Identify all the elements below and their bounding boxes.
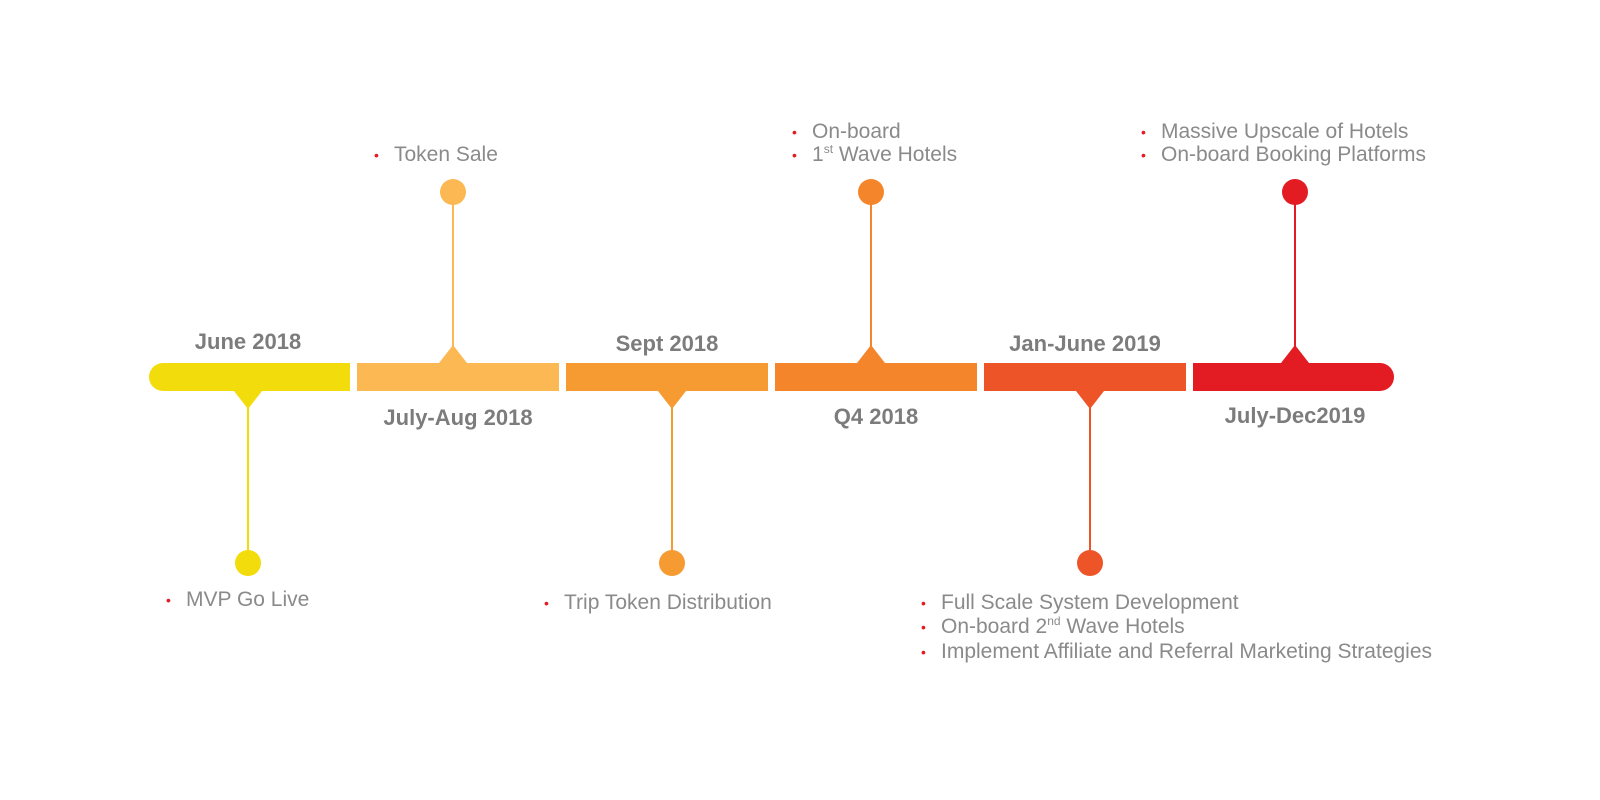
bullet-icon: • (374, 147, 379, 163)
events-jan-june: •Full Scale System Development •On-board… (921, 591, 1432, 664)
segment-bar-6 (1193, 363, 1394, 391)
bullet-icon: • (792, 147, 797, 163)
list-item: •Implement Affiliate and Referral Market… (921, 640, 1433, 663)
list-item: •Token Sale (374, 143, 498, 166)
events-q4: •On-board •1st Wave Hotels (792, 120, 957, 167)
bullet-icon: • (921, 619, 926, 635)
events-july-dec: •Massive Upscale of Hotels •On-board Boo… (1141, 120, 1426, 167)
list-item: •MVP Go Live (166, 588, 310, 611)
segment-bar-1 (149, 363, 350, 391)
list-item: •On-board Booking Platforms (1141, 143, 1426, 166)
milestone-dot-3 (659, 550, 685, 576)
segment-label-1: June 2018 (195, 329, 301, 354)
bullet-icon: • (921, 644, 926, 660)
list-item: •1st Wave Hotels (792, 142, 958, 166)
list-item: •Massive Upscale of Hotels (1141, 120, 1409, 143)
segment-label-2: July-Aug 2018 (383, 405, 532, 430)
list-item: •Full Scale System Development (921, 591, 1239, 614)
bullet-icon: • (921, 595, 926, 611)
bullet-icon: • (1141, 124, 1146, 140)
segment-bar-2 (357, 363, 559, 391)
milestone-dot-5 (1077, 550, 1103, 576)
list-item: •On-board 2nd Wave Hotels (921, 614, 1185, 638)
events-distribution: •Trip Token Distribution (544, 591, 772, 615)
events-mvp: •MVP Go Live (166, 588, 309, 612)
milestone-dot-1 (235, 550, 261, 576)
segment-bar-5 (984, 363, 1186, 391)
segment-label-4: Q4 2018 (834, 404, 918, 429)
bullet-icon: • (792, 124, 797, 140)
segment-label-6: July-Dec2019 (1225, 403, 1366, 428)
segment-label-5: Jan-June 2019 (1009, 331, 1161, 356)
events-token-sale: •Token Sale (374, 143, 498, 167)
milestone-dot-4 (858, 179, 884, 205)
list-item: •On-board (792, 120, 901, 143)
bullet-icon: • (1141, 147, 1146, 163)
segment-bar-3 (566, 363, 768, 391)
segment-bar-4 (775, 363, 977, 391)
segment-label-3: Sept 2018 (616, 331, 719, 356)
bullet-icon: • (544, 595, 549, 611)
milestone-dot-2 (440, 179, 466, 205)
list-item: •Trip Token Distribution (544, 591, 772, 614)
milestone-dot-6 (1282, 179, 1308, 205)
bullet-icon: • (166, 592, 171, 608)
